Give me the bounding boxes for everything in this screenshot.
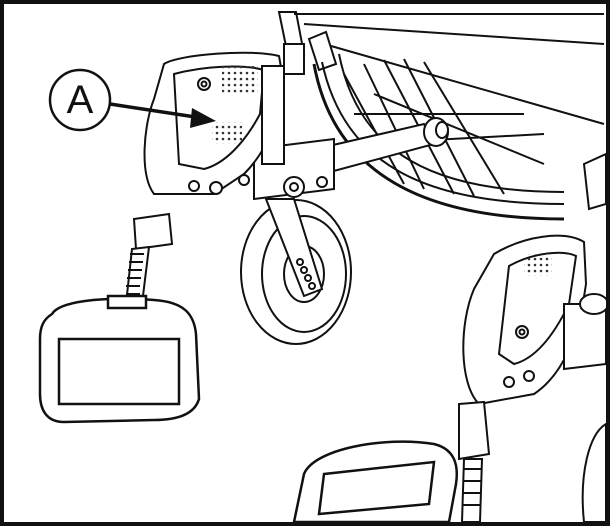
right-footplate — [292, 440, 458, 522]
left-footplate — [38, 294, 201, 424]
callout-a-label: A — [66, 78, 94, 122]
callout-a-marker — [48, 68, 216, 132]
front-caster-wheel-right — [581, 152, 606, 522]
callout-a-circle — [48, 68, 112, 132]
front-caster-wheel-left — [240, 198, 352, 345]
wheelchair-illustration — [38, 11, 606, 522]
upper-frame-tubes — [277, 11, 605, 125]
left-footrest-hanger — [124, 51, 286, 305]
callout-a-arrow-line — [109, 102, 203, 120]
callout-a-arrowhead — [190, 108, 216, 128]
right-footrest-hanger — [458, 234, 606, 522]
